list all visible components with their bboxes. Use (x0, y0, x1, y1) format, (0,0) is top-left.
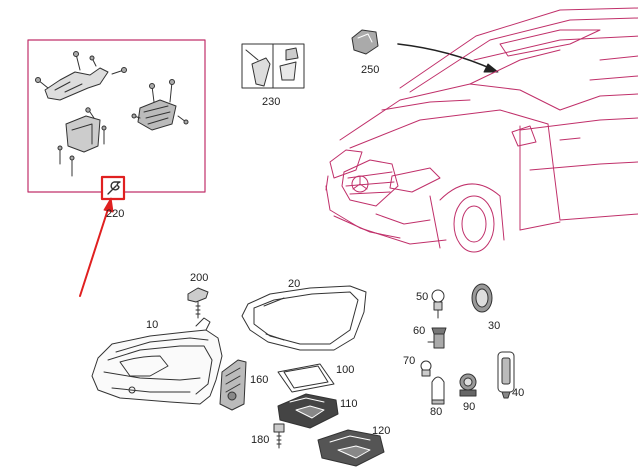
cap-30[interactable] (471, 283, 493, 313)
headlamp-assembly-10[interactable] (91, 317, 223, 405)
callout-90: 90 (463, 401, 476, 413)
callout-30: 30 (488, 320, 501, 332)
callout-200: 200 (190, 272, 209, 284)
callout-80: 80 (430, 406, 443, 418)
wrench-icon[interactable] (100, 175, 126, 201)
part-230[interactable] (241, 43, 305, 89)
socket-90[interactable] (459, 373, 477, 397)
bracket-right[interactable] (131, 79, 189, 131)
callout-120: 120 (372, 425, 391, 437)
gasket-100[interactable] (277, 363, 335, 393)
arrow-250 (397, 43, 499, 73)
callout-160: 160 (250, 374, 269, 386)
callout-180: 180 (251, 434, 270, 446)
bracket-lower[interactable] (57, 107, 107, 177)
callout-60: 60 (413, 325, 426, 337)
callout-50: 50 (416, 291, 429, 303)
screw-180[interactable] (273, 423, 285, 449)
bulb-80[interactable] (431, 376, 445, 405)
bulb-70[interactable] (420, 360, 432, 377)
bracket-upper[interactable] (35, 51, 127, 101)
callout-110: 110 (340, 398, 358, 410)
bulb-50[interactable] (431, 289, 445, 319)
module-160[interactable] (219, 359, 247, 411)
bulb-60[interactable] (427, 327, 447, 349)
car-outline (325, 7, 638, 253)
screw-200[interactable] (187, 287, 209, 319)
callout-230: 230 (262, 96, 281, 108)
callout-100: 100 (336, 364, 355, 376)
ballast-120[interactable] (317, 429, 385, 467)
callout-220: 220 (106, 208, 125, 220)
cover-lens-20[interactable] (241, 285, 367, 351)
lamp-unit-40[interactable] (497, 351, 515, 399)
callout-20: 20 (288, 278, 301, 290)
detail-box-220 (27, 39, 206, 193)
control-unit-110[interactable] (277, 393, 339, 429)
callout-250: 250 (361, 64, 380, 76)
part-250[interactable] (351, 29, 379, 55)
callout-10: 10 (146, 319, 159, 331)
callout-70: 70 (403, 355, 416, 367)
highlight-arrow (79, 197, 114, 297)
callout-40: 40 (512, 387, 525, 399)
